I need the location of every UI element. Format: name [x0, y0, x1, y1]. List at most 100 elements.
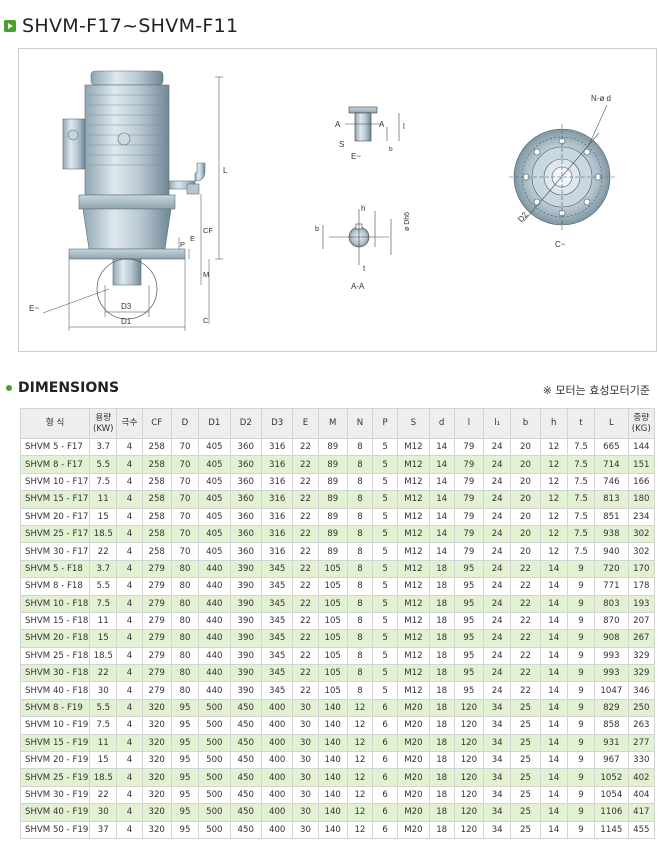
table-cell: 140 — [317, 768, 348, 787]
table-cell: 105 — [317, 646, 348, 666]
table-cell: 402 — [627, 768, 656, 787]
table-cell: 14 — [428, 507, 455, 526]
table-cell: 22 — [292, 542, 319, 561]
table-cell: 8 — [346, 646, 374, 666]
table-cell: 405 — [198, 437, 231, 457]
table-cell: 4 — [116, 716, 143, 735]
table-cell: M12 — [397, 437, 430, 457]
table-cell: 258 — [141, 542, 172, 561]
label-p: P — [180, 240, 185, 249]
table-cell: 4 — [116, 507, 143, 526]
table-cell: 316 — [260, 472, 294, 492]
table-cell: 22 — [292, 472, 319, 492]
table-cell: 4 — [116, 611, 143, 631]
table-cell: 14 — [539, 594, 568, 613]
table-cell: 500 — [198, 698, 231, 718]
column-header: M — [317, 408, 348, 439]
column-header: 극수 — [116, 408, 143, 439]
table-cell: 22 — [510, 646, 541, 666]
table-cell: 4 — [116, 629, 143, 648]
label-d1: D1 — [121, 317, 132, 326]
table-cell: 345 — [260, 559, 294, 579]
table-cell: 870 — [594, 611, 629, 631]
motor-note: ※ 모터는 효성모터기준 — [542, 384, 650, 397]
table-cell: 9 — [566, 577, 596, 596]
table-cell: 320 — [141, 768, 172, 787]
table-cell: 12 — [539, 472, 568, 492]
table-cell: 9 — [566, 768, 596, 787]
table-cell: 277 — [627, 733, 656, 753]
table-cell: 18 — [428, 646, 455, 666]
table-cell: 95 — [170, 785, 200, 805]
table-cell: 7.5 — [89, 716, 118, 735]
column-header-text: D3 — [271, 418, 284, 428]
table-cell: 6 — [372, 768, 399, 787]
table-cell: 11 — [89, 490, 118, 509]
section-heading: DIMENSIONS — [6, 379, 119, 397]
table-cell: 9 — [566, 803, 596, 822]
label-nd: N-ø d — [591, 94, 611, 103]
table-cell: 5 — [372, 455, 399, 474]
flange-front-view — [509, 104, 615, 231]
model-cell: SHVM 10 - F18 — [19, 594, 91, 613]
table-cell: 25 — [510, 751, 541, 770]
table-cell: 5 — [372, 629, 399, 648]
table-cell: 4 — [116, 698, 143, 718]
model-cell: SHVM 8 - F17 — [19, 455, 91, 474]
table-cell: 5 — [372, 646, 399, 666]
table-cell: 20 — [510, 507, 541, 526]
table-cell: 30 — [292, 733, 319, 753]
table-cell: 24 — [483, 455, 512, 474]
table-cell: 8 — [346, 577, 374, 596]
table-cell: 22 — [292, 524, 319, 544]
label-d2: D2 — [516, 210, 530, 224]
table-cell: 79 — [453, 437, 485, 457]
table-cell: 95 — [453, 681, 485, 700]
table-cell: 320 — [141, 698, 172, 718]
column-header-text: M — [329, 418, 337, 428]
section-title: DIMENSIONS — [18, 380, 120, 396]
table-cell: 24 — [483, 490, 512, 509]
table-cell: 500 — [198, 803, 231, 822]
table-cell: 18 — [428, 664, 455, 683]
table-cell: 4 — [116, 803, 143, 822]
column-header: 용량(KW) — [89, 408, 118, 439]
table-cell: 95 — [453, 611, 485, 631]
table-cell: 7.5 — [566, 490, 596, 509]
table-cell: M20 — [397, 803, 430, 822]
table-cell: 279 — [141, 646, 172, 666]
label-m: M — [203, 270, 209, 279]
table-cell: 24 — [483, 437, 512, 457]
table-cell: 405 — [198, 472, 231, 492]
table-cell: 80 — [170, 629, 200, 648]
table-cell: 80 — [170, 577, 200, 596]
table-cell: 390 — [229, 646, 262, 666]
table-cell: 8 — [346, 559, 374, 579]
table-cell: 95 — [170, 751, 200, 770]
table-cell: 22 — [292, 455, 319, 474]
table-cell: 22 — [510, 681, 541, 700]
table-cell: 166 — [627, 472, 656, 492]
table-cell: 14 — [539, 751, 568, 770]
table-cell: 22 — [292, 646, 319, 666]
label-a-right: A — [379, 120, 385, 129]
table-cell: 25 — [510, 820, 541, 839]
table-cell: 18 — [428, 559, 455, 579]
table-cell: 120 — [453, 768, 485, 787]
table-cell: 20 — [510, 472, 541, 492]
table-cell: 14 — [539, 577, 568, 596]
table-cell: 79 — [453, 542, 485, 561]
table-cell: 345 — [260, 681, 294, 700]
column-header: D2 — [229, 408, 262, 439]
bullet-icon — [6, 385, 12, 391]
table-cell: 330 — [627, 751, 656, 770]
table-cell: 22 — [292, 577, 319, 596]
table-cell: 316 — [260, 437, 294, 457]
page-title: SHVM-F17~SHVM-F11 — [22, 15, 239, 37]
model-cell: SHVM 15 - F17 — [19, 490, 91, 509]
table-cell: 500 — [198, 751, 231, 770]
